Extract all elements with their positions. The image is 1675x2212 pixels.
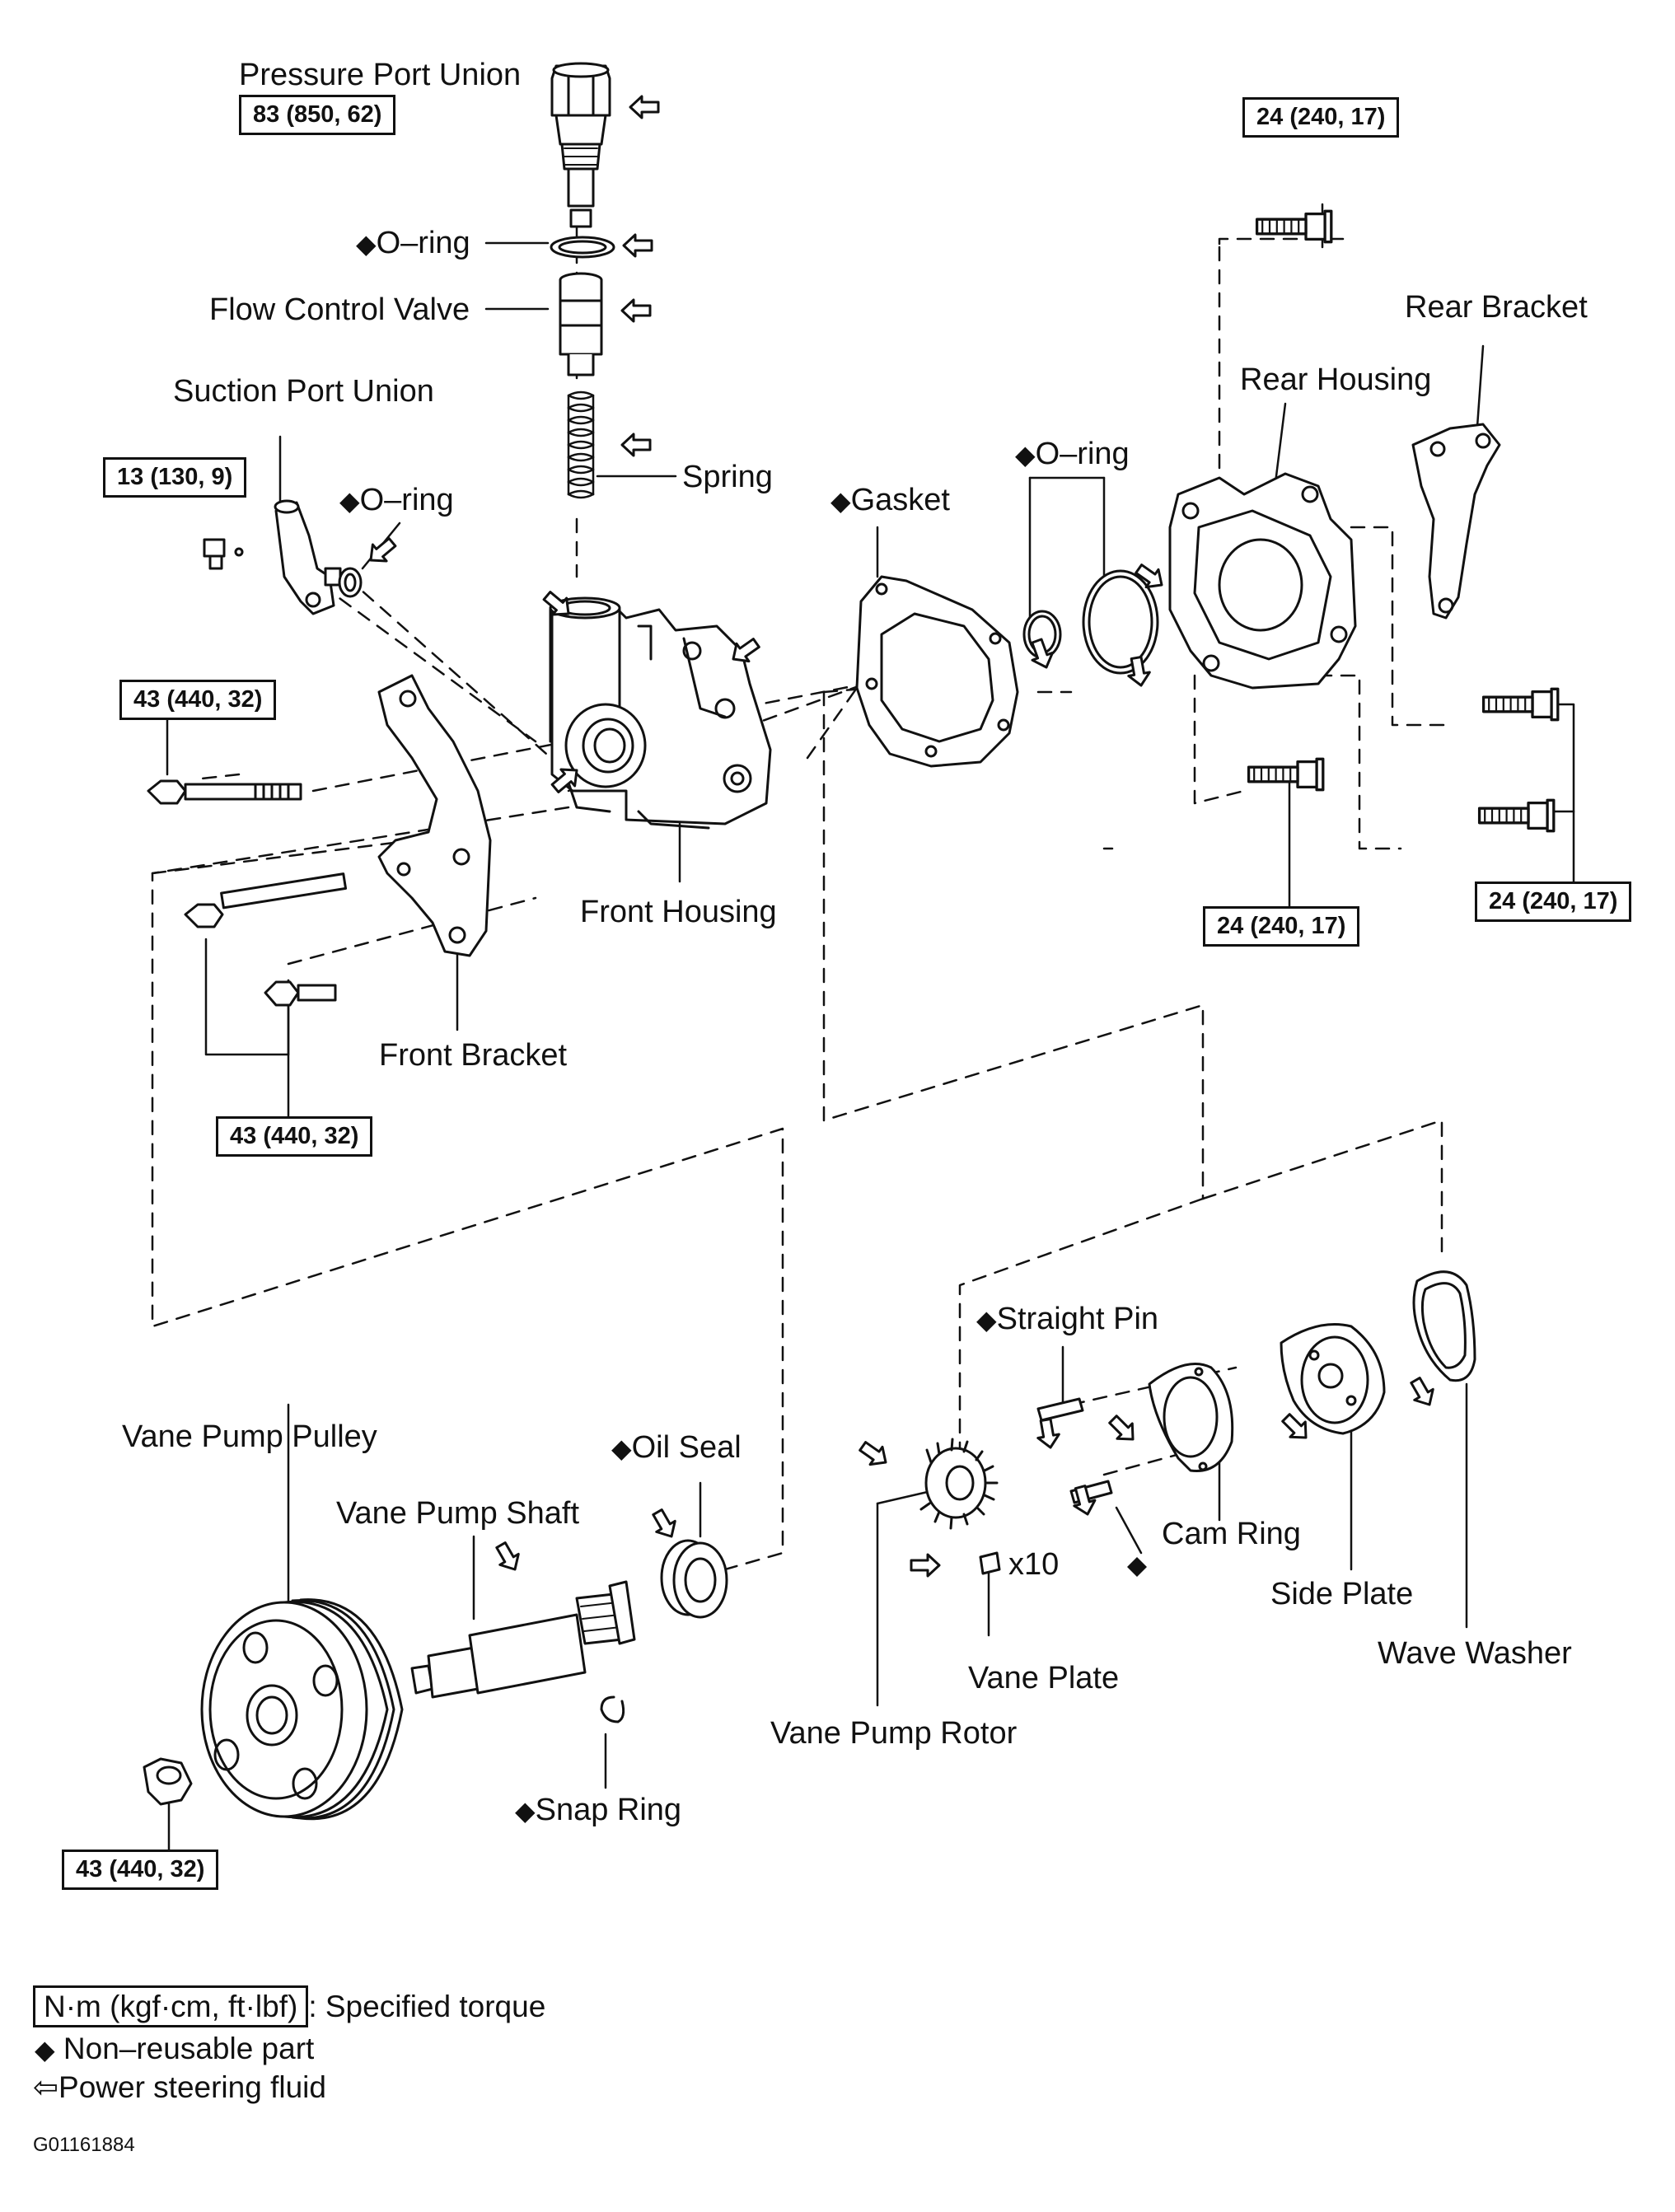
label-gasket: ◆Gasket (830, 483, 950, 517)
torque-front-long-bolt: 43 (440, 32) (119, 680, 277, 720)
legend-non-reusable: ◆ Non–reusable part (35, 2032, 315, 2065)
torque-rear-top-bolt: 24 (240, 17) (1242, 97, 1400, 138)
label-vane-plate: Vane Plate (968, 1661, 1120, 1695)
label-front-housing: Front Housing (580, 895, 777, 929)
torque-front-bracket-bolts: 43 (440, 32) (216, 1116, 373, 1157)
label-side-plate: Side Plate (1270, 1577, 1414, 1611)
torque-pressure-port: 83 (850, 62) (239, 95, 396, 135)
figure-code: G01161884 (33, 2134, 135, 2156)
non-reusable-diamond-icon: ◆ (976, 1305, 997, 1335)
label-flow-control-valve: Flow Control Valve (209, 292, 470, 327)
label-rear-bracket: Rear Bracket (1405, 290, 1588, 325)
label-front-bracket: Front Bracket (379, 1038, 568, 1073)
label-spring: Spring (682, 460, 773, 494)
non-reusable-diamond-icon: ◆ (356, 229, 377, 259)
legend-torque-unit: N·m (kgf·cm, ft·lbf) (33, 1985, 309, 2027)
label-oil-seal: ◆Oil Seal (611, 1430, 742, 1465)
label-oring-suction: ◆O–ring (339, 483, 454, 517)
label-vane-pump-rotor: Vane Pump Rotor (770, 1716, 1018, 1751)
label-pressure-port-union: Pressure Port Union (239, 58, 522, 92)
non-reusable-diamond-icon: ◆ (515, 1796, 536, 1826)
label-vane-pump-pulley: Vane Pump Pulley (122, 1419, 377, 1454)
label-rear-housing: Rear Housing (1240, 362, 1432, 397)
non-reusable-diamond-icon: ◆ (830, 486, 851, 516)
non-reusable-diamond-icon (1127, 1557, 1147, 1577)
non-reusable-diamond-icon: ◆ (1015, 440, 1036, 470)
legend-torque: N·m (kgf·cm, ft·lbf): Specified torque (33, 1985, 545, 2027)
legend-fluid: ⇦Power steering fluid (33, 2070, 326, 2104)
label-suction-port-union: Suction Port Union (173, 374, 434, 409)
non-reusable-diamond-icon: ◆ (339, 486, 360, 516)
label-straight-pin: ◆Straight Pin (976, 1302, 1159, 1336)
label-vane-plate-qty: x10 (1008, 1547, 1060, 1582)
label-vane-pump-shaft: Vane Pump Shaft (336, 1496, 580, 1531)
legend-torque-desc: : Specified torque (308, 1990, 546, 2023)
label-cam-ring: Cam Ring (1162, 1517, 1301, 1551)
torque-rear-lower-bolt: 24 (240, 17) (1203, 906, 1360, 947)
torque-suction-bolt: 13 (130, 9) (103, 457, 247, 498)
label-oring-top: ◆O–ring (356, 226, 470, 260)
label-snap-ring: ◆Snap Ring (515, 1793, 682, 1827)
non-reusable-diamond-icon: ◆ (611, 1433, 632, 1463)
fluid-arrow-icon: ⇦ (33, 2070, 59, 2104)
torque-rear-side-bolts: 24 (240, 17) (1475, 882, 1632, 922)
non-reusable-diamond-icon: ◆ (35, 2035, 55, 2065)
label-wave-washer: Wave Washer (1378, 1636, 1572, 1671)
torque-pulley-nut: 43 (440, 32) (62, 1850, 219, 1890)
label-oring-rear: ◆O–ring (1015, 437, 1130, 471)
